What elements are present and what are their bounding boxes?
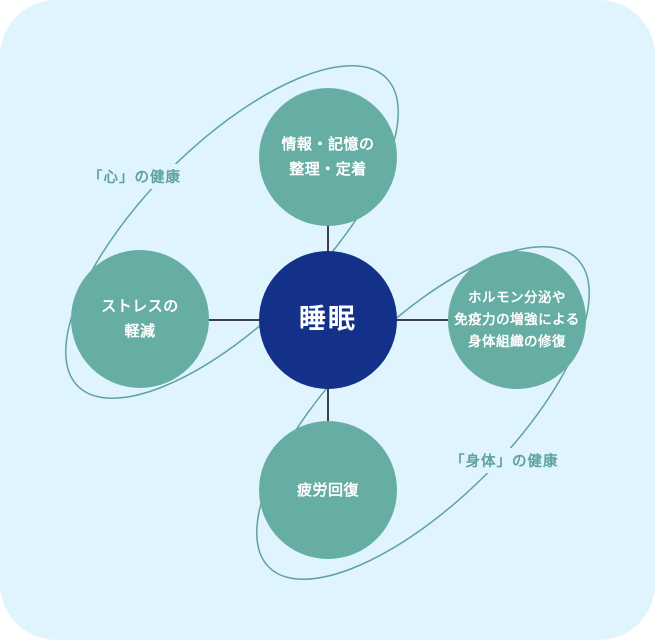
node-top-circle <box>259 88 397 226</box>
body-group-label: 「身体」の健康 <box>446 448 563 473</box>
node-right-circle <box>448 251 586 389</box>
mind-group-label: 「心」の健康 <box>84 164 185 189</box>
center-node-circle <box>259 251 397 389</box>
node-right-label: ホルモン分泌や 免疫力の増強による 身体組織の修復 <box>454 290 580 350</box>
node-bottom-label: 疲労回復 <box>296 480 359 499</box>
node-left-label: ストレスの 軽減 <box>101 297 179 340</box>
node-top-label: 情報・記憶の 整理・定着 <box>281 135 375 178</box>
node-left-circle <box>71 250 209 388</box>
center-node-label: 睡眠 <box>299 304 357 335</box>
node-bottom-circle <box>259 421 397 559</box>
